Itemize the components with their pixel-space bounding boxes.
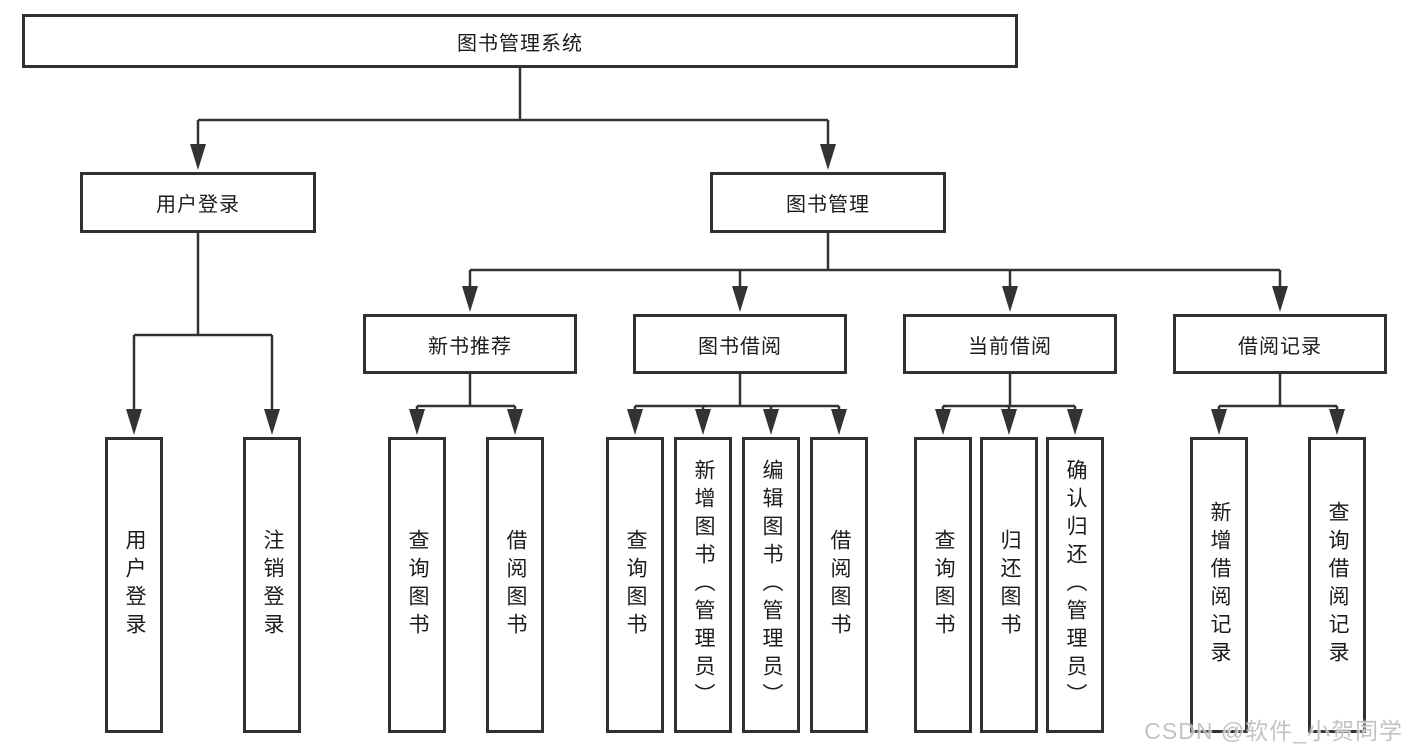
node-book-management-module: 图书管理	[710, 172, 946, 233]
node-label: 查询图书	[624, 529, 647, 641]
node-label: 图书管理系统	[457, 32, 583, 55]
node-label: 用户登录	[123, 529, 146, 641]
node-label: 新增借阅记录	[1208, 501, 1231, 669]
node-borrow-record: 借阅记录	[1173, 314, 1387, 374]
node-label: 查询图书	[406, 529, 429, 641]
leaf-user-login: 用户登录	[105, 437, 163, 733]
node-user-login-module: 用户登录	[80, 172, 316, 233]
node-label: 确认归还（管理员）	[1064, 459, 1087, 711]
leaf-confirm-return-admin: 确认归还（管理员）	[1046, 437, 1104, 733]
leaf-return-books: 归还图书	[980, 437, 1038, 733]
leaf-query-books-recommend: 查询图书	[388, 437, 446, 733]
node-label: 新书推荐	[428, 335, 512, 358]
node-label: 借阅图书	[828, 529, 851, 641]
node-label: 新增图书（管理员）	[692, 459, 715, 711]
leaf-borrow-books: 借阅图书	[810, 437, 868, 733]
leaf-add-borrow-record: 新增借阅记录	[1190, 437, 1248, 733]
node-label: 注销登录	[261, 529, 284, 641]
node-label: 归还图书	[998, 529, 1021, 641]
leaf-query-borrow-record: 查询借阅记录	[1308, 437, 1366, 733]
node-label: 用户登录	[156, 194, 240, 216]
node-book-borrow: 图书借阅	[633, 314, 847, 374]
leaf-borrow-books-recommend: 借阅图书	[486, 437, 544, 733]
node-label: 借阅记录	[1238, 335, 1322, 358]
node-label: 查询借阅记录	[1326, 501, 1349, 669]
node-label: 图书借阅	[698, 335, 782, 358]
node-label: 图书管理	[786, 194, 870, 216]
csdn-watermark: CSDN @软件_小贺同学	[1144, 718, 1403, 744]
leaf-query-books-borrow: 查询图书	[606, 437, 664, 733]
leaf-query-books-current: 查询图书	[914, 437, 972, 733]
node-label: 查询图书	[932, 529, 955, 641]
node-label: 当前借阅	[968, 335, 1052, 358]
node-label: 借阅图书	[504, 529, 527, 641]
leaf-edit-books-admin: 编辑图书（管理员）	[742, 437, 800, 733]
leaf-logout: 注销登录	[243, 437, 301, 733]
node-system-root: 图书管理系统	[22, 14, 1018, 68]
node-new-book-recommend: 新书推荐	[363, 314, 577, 374]
node-current-borrow: 当前借阅	[903, 314, 1117, 374]
node-label: 编辑图书（管理员）	[760, 459, 783, 711]
leaf-add-books-admin: 新增图书（管理员）	[674, 437, 732, 733]
